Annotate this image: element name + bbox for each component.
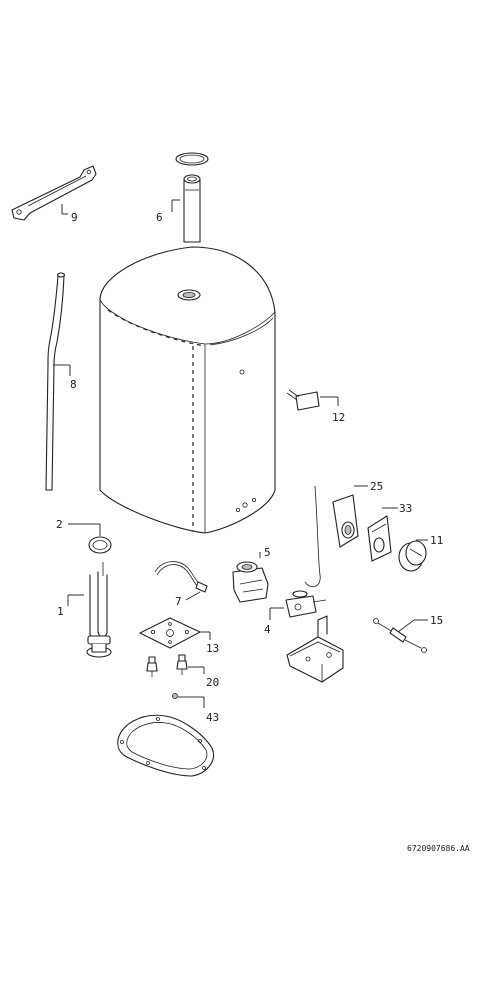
label-part-20: 20 <box>206 676 219 689</box>
label-part-1: 1 <box>57 605 64 618</box>
label-part-13: 13 <box>206 642 219 655</box>
part-20-screws <box>146 654 205 677</box>
part-11-control-knob <box>398 539 428 572</box>
part-8-bent-rod <box>45 272 71 491</box>
label-part-4: 4 <box>264 623 271 636</box>
label-part-7: 7 <box>175 595 182 608</box>
label-part-12: 12 <box>332 411 345 424</box>
part-13-mounting-plate <box>139 617 211 649</box>
label-part-11: 11 <box>430 534 443 547</box>
part-12-probe-plate <box>286 389 339 411</box>
part-6-pipe-with-ring <box>171 152 209 243</box>
water-heater-tank-body <box>99 246 276 534</box>
label-part-25: 25 <box>370 480 383 493</box>
part-9-mounting-bracket <box>11 165 97 221</box>
thermostat-mounting-bracket <box>286 615 344 683</box>
part-4-capillary-thermostat <box>269 485 327 620</box>
label-part-6: 6 <box>156 211 163 224</box>
part-33-dial-cover <box>367 507 398 562</box>
part-43-small-nut <box>172 693 205 708</box>
part-5-thermostat <box>232 552 269 603</box>
drawing-reference-number: 6720907686.AA <box>407 844 470 853</box>
part-2-gasket-ring <box>68 523 112 554</box>
part-25-cover-plate <box>332 485 368 548</box>
label-part-15: 15 <box>430 614 443 627</box>
label-part-8: 8 <box>70 378 77 391</box>
part-15-cable-assembly <box>373 618 428 653</box>
label-part-2: 2 <box>56 518 63 531</box>
part-7-cable-connector <box>154 561 208 601</box>
label-part-9: 9 <box>71 211 78 224</box>
flange-gasket <box>117 714 214 777</box>
part-1-heating-element <box>67 562 112 658</box>
label-part-43: 43 <box>206 711 219 724</box>
label-part-5: 5 <box>264 546 271 559</box>
label-part-33: 33 <box>399 502 412 515</box>
